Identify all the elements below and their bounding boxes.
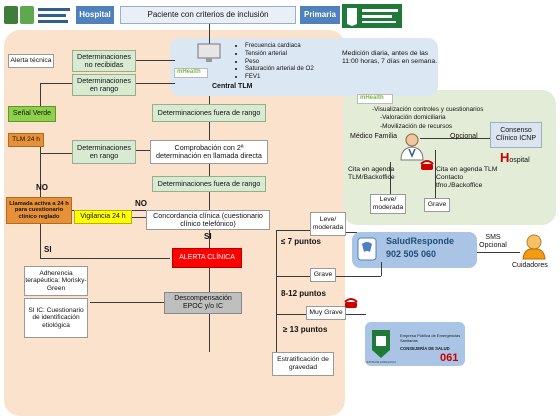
right-item: -Visualización controles y cuestionarios <box>372 106 484 113</box>
junta-shield-icon <box>372 330 390 358</box>
param-item: Peso <box>245 58 340 66</box>
right-item: -Movilización de recursos <box>380 122 453 130</box>
mhealth-logo-right: mHealth <box>357 94 393 104</box>
opcional-label: Opcional <box>450 133 478 140</box>
doctor-icon <box>398 132 426 162</box>
param-item: Frecuencia cardiaca <box>245 42 340 50</box>
si-ic-box: SI IC: Cuestionario de identificación et… <box>24 298 88 338</box>
no-label-center: NO <box>135 199 147 208</box>
param-item: Tensión arterial <box>245 50 340 58</box>
cita-contacto-text: Cita en agenda TLM Contacto tfno./Backof… <box>436 166 498 190</box>
llamada-activa-box: Llamada activa a 24 h para cuestionario … <box>6 197 72 224</box>
salud-responde-phone-icon <box>356 236 378 262</box>
muy-grave-points: ≥ 13 puntos <box>283 325 328 334</box>
leve-points: ≤ 7 puntos <box>281 237 321 246</box>
fuera-rango-box-1: Determinaciones fuera de rango <box>152 104 266 122</box>
cita-tlm-text: Cita en agenda TLM/Backoffice <box>348 166 395 182</box>
sas-logo-icon <box>4 6 70 24</box>
doctor-figure-icon <box>400 133 424 161</box>
right-item: -Valoración domiciliaria <box>380 114 446 122</box>
primaria-header: Primaria <box>300 6 340 24</box>
hospital-header: Hospital <box>76 6 114 24</box>
medicion-text: Medición diaria, antes de las 11:00 hora… <box>342 50 438 66</box>
leve-moderada-box: Leve/ moderada <box>310 212 346 236</box>
hospital-word: ospital <box>509 157 530 164</box>
grave-box: Grave <box>310 268 336 282</box>
alerta-clinica-box: ALERTA CLÍNICA <box>172 248 242 268</box>
si-label-left: SI <box>44 245 52 254</box>
right-grave-box: Grave <box>424 198 450 212</box>
tlm-24h-box: TLM 24 h <box>8 133 44 147</box>
patient-inclusion-box: Paciente con criterios de inclusión <box>120 6 296 24</box>
junta-andalucia-icon <box>342 4 402 28</box>
epes-logo <box>370 328 392 360</box>
muy-grave-box: Muy Grave <box>306 306 346 320</box>
hospital-icon: Hospital <box>500 150 540 168</box>
junta-logo <box>342 4 402 28</box>
cuidadores-label: Cuidadores <box>512 262 548 269</box>
right-leve-box: Leve/ moderada <box>370 194 406 214</box>
salud-responde-brand: SaludResponde <box>386 236 455 246</box>
consenso-icnp-box: Consenso Clínico ICNP <box>490 122 542 148</box>
mhealth-logo-central: mHealth <box>174 68 208 78</box>
concordancia-box: Concordancia clínica (cuestionario clíni… <box>146 210 270 230</box>
epes-junta-text: JUNTA DE ANDALUCIA <box>366 360 396 364</box>
epes-line2: CONSEJERÍA DE SALUD <box>400 346 450 351</box>
si-label-center: SI <box>204 232 212 241</box>
caregiver-icon <box>522 234 546 260</box>
fuera-rango-box-2: Determinaciones fuera de rango <box>152 176 266 192</box>
right-items-list: -Visualización controles y cuestionarios… <box>372 106 522 131</box>
epes-061: 061 <box>440 352 459 364</box>
central-monitor-icon <box>196 42 222 64</box>
grave-points: 8-12 puntos <box>281 289 326 298</box>
comprobacion-box: Comprobación con 2ª determinación en lla… <box>150 140 268 164</box>
descompensacion-box: Descompensación EPOC y/o IC <box>164 292 242 314</box>
vigilancia-24h-box: Vigilancia 24 h <box>74 210 132 224</box>
tlm-parameters: Frecuencia cardiaca Tensión arterial Pes… <box>236 42 340 81</box>
en-rango-box-1: Determinaciones en rango <box>72 74 136 96</box>
epes-line1: Empresa Pública de Emergencias Sanitaria… <box>400 333 461 343</box>
param-item: Saturación arterial de O2 <box>245 65 340 73</box>
no-recibidas-box: Determinaciones no recibidas <box>72 50 136 72</box>
no-label-left: NO <box>36 183 48 192</box>
sas-logo <box>2 4 72 28</box>
alerta-tecnica-box: Alerta técnica <box>8 54 54 68</box>
central-tlm-label: Central TLM <box>212 83 253 90</box>
estratificacion-box: Estratificación de gravedad <box>272 352 334 376</box>
phone-icon-right <box>420 158 434 170</box>
adherencia-box: Adherencia terapéutica: Morisky-Green <box>24 266 88 296</box>
hospital-h-letter: H <box>500 150 510 165</box>
phone-icon-muy-grave <box>344 296 358 308</box>
sms-label: SMS Opcional <box>479 234 507 250</box>
en-rango-box-2: Determinaciones en rango <box>72 140 136 164</box>
senal-verde-box: Señal Verde <box>8 106 56 122</box>
medico-familia-label: Médico Familia <box>350 133 398 140</box>
cuidadores-icon <box>520 232 548 260</box>
param-item: FEV1 <box>245 73 340 81</box>
salud-responde-phone: 902 505 060 <box>386 249 437 259</box>
